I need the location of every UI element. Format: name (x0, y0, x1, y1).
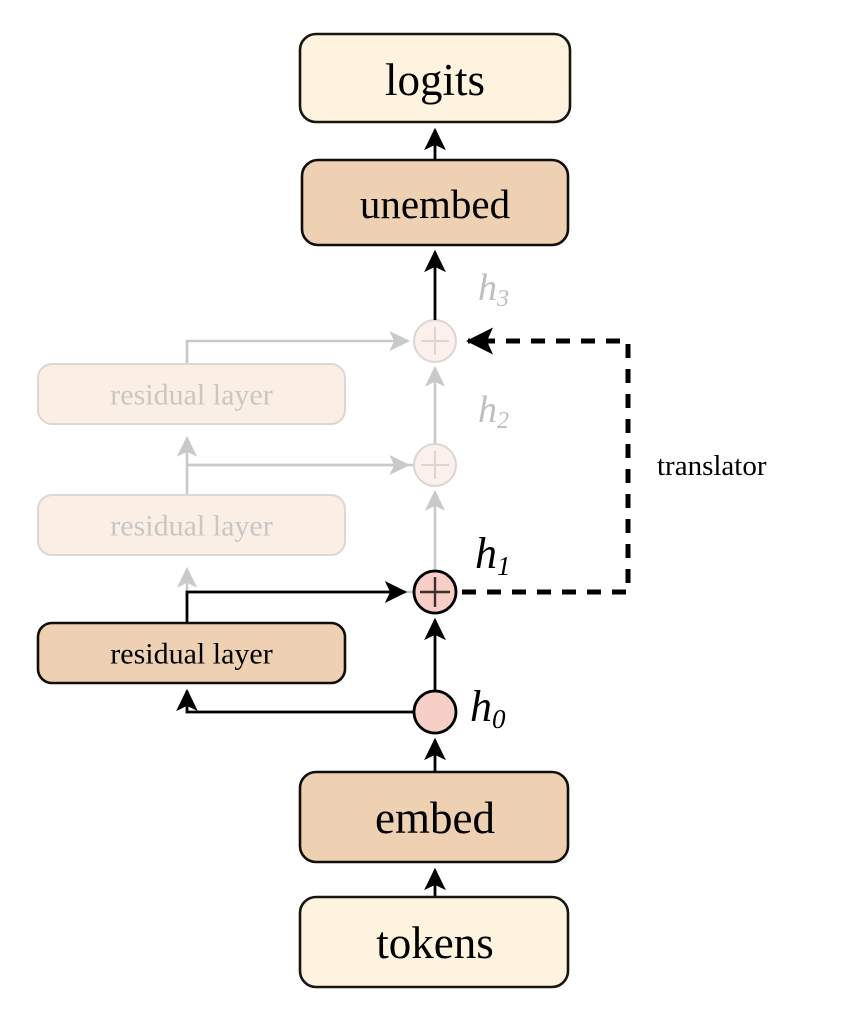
stream-label-h0: h0 (470, 682, 506, 735)
stream-node-h0[interactable] (412, 689, 458, 735)
residual-layer-0-label: residual layer (110, 638, 272, 671)
node-embed-box[interactable] (298, 770, 570, 864)
node-tokens-label: tokens (376, 918, 494, 968)
stream-node-h1[interactable] (412, 569, 458, 615)
stream-node-h2[interactable] (413, 443, 457, 487)
node-unembed-box[interactable] (300, 158, 570, 247)
node-logits[interactable]: logits (298, 32, 572, 124)
stream-node-h3[interactable] (413, 319, 457, 363)
node-logits-box[interactable] (298, 32, 572, 124)
node-logits-label: logits (385, 55, 485, 105)
edge-residual-layer-0-to-h1 (185, 581, 408, 623)
stream-label-h1: h1 (475, 529, 511, 582)
residual-layer-2[interactable]: residual layer (37, 363, 346, 425)
residual-layer-0[interactable]: residual layer (36, 621, 347, 685)
stream-node-h0-circle[interactable] (412, 689, 458, 735)
stream-label-h2: h2 (478, 389, 509, 434)
edge-residual-layer-1-to-h2 (185, 454, 411, 495)
node-tokens[interactable]: tokens (298, 895, 570, 989)
node-unembed-label: unembed (360, 181, 510, 227)
residual-layer-0-box[interactable] (36, 621, 347, 685)
edge-h2-to-residual-layer-2 (176, 435, 414, 467)
node-unembed[interactable]: unembed (300, 158, 570, 247)
residual-layer-1-box[interactable] (37, 494, 346, 556)
translator-label: translator (657, 450, 767, 482)
node-embed-label: embed (375, 793, 495, 843)
residual-layer-1-label: residual layer (110, 510, 272, 543)
translator-connector[interactable] (462, 327, 631, 595)
translator-dashed-path[interactable] (462, 327, 631, 595)
residual-layer-2-box[interactable] (37, 363, 346, 425)
edge-residual-layer-2-to-h3 (185, 330, 411, 364)
solid-edge-group (176, 127, 446, 897)
edge-h1-to-residual-layer-1 (176, 566, 414, 594)
node-tokens-box[interactable] (298, 895, 570, 989)
edge-h0-to-residual-layer-0 (176, 688, 414, 714)
residual-layer-2-label: residual layer (110, 379, 272, 412)
stream-label-h3: h3 (478, 267, 509, 312)
residual-layer-1[interactable]: residual layer (37, 494, 346, 556)
node-embed[interactable]: embed (298, 770, 570, 864)
